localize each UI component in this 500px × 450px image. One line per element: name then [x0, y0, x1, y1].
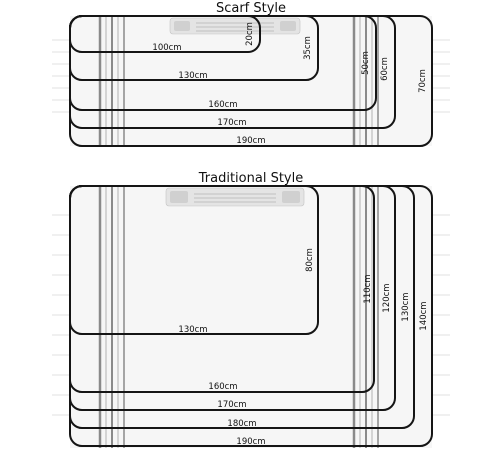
traditional-length-label-130: 130cm	[178, 325, 207, 335]
traditional-width-label-110: 110cm	[363, 274, 373, 303]
scarf-fringe	[52, 39, 450, 113]
scarf-size-outlines	[69, 15, 433, 147]
scarf-width-label-50: 50cm	[361, 51, 371, 75]
traditional-stripes	[98, 186, 379, 448]
traditional-width-label-80: 80cm	[305, 248, 315, 272]
traditional-fringe	[52, 214, 450, 416]
scarf-width-label-60: 60cm	[380, 57, 390, 81]
traditional-size-outlines	[69, 185, 433, 447]
scarf-size-100x20	[69, 15, 261, 53]
scarf-length-label-170: 170cm	[217, 118, 246, 128]
traditional-width-label-140: 140cm	[419, 301, 429, 330]
traditional-length-label-180: 180cm	[227, 419, 256, 429]
scarf-length-label-190: 190cm	[236, 136, 265, 146]
scarf-neckband	[169, 17, 301, 35]
traditional-style-title: Traditional Style	[198, 171, 303, 186]
scarf-width-label-35: 35cm	[303, 36, 313, 60]
traditional-width-label-130: 130cm	[401, 292, 411, 321]
traditional-size-130x80	[69, 185, 319, 335]
scarf-length-label-130: 130cm	[178, 71, 207, 81]
traditional-neckband	[165, 187, 305, 207]
traditional-length-label-160: 160cm	[208, 382, 237, 392]
traditional-length-label-190: 190cm	[236, 437, 265, 447]
traditional-length-label-170: 170cm	[217, 400, 246, 410]
scarf-style-title: Scarf Style	[216, 1, 286, 16]
traditional-width-label-120: 120cm	[382, 283, 392, 312]
scarf-length-label-100: 100cm	[152, 43, 181, 53]
traditional-fabric-illustration	[52, 186, 450, 448]
scarf-width-label-70: 70cm	[418, 69, 428, 93]
scarf-width-label-20: 20cm	[245, 22, 255, 46]
scarf-length-label-160: 160cm	[208, 100, 237, 110]
